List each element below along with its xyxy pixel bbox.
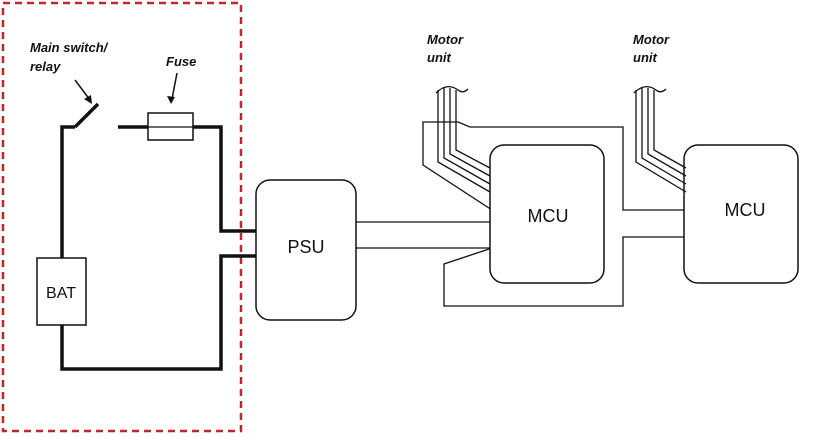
motor-unit-1-label-line1: Motor — [427, 32, 464, 47]
motor-unit-2-cables — [633, 86, 687, 193]
mcu-1-box — [489, 144, 605, 284]
motor-unit-2-label-line1: Motor — [633, 32, 670, 47]
fuse-label: Fuse — [166, 54, 196, 69]
motor-unit-1-cables — [435, 86, 491, 193]
mcu-2-label: MCU — [725, 200, 766, 220]
motor-unit-1-label-line2: unit — [427, 50, 451, 65]
mcu-2-box — [683, 144, 799, 284]
battery-box — [36, 257, 87, 326]
psu-label: PSU — [287, 237, 324, 257]
battery-label: BAT — [46, 285, 76, 302]
main-switch-label-line1: Main switch/ — [30, 40, 109, 55]
motor-unit-2-label-line2: unit — [633, 50, 657, 65]
mcu-1-label: MCU — [528, 206, 569, 226]
psu-box — [255, 179, 357, 321]
battery-circuit-wiring — [60, 102, 258, 371]
power-distribution-wiring — [356, 121, 686, 307]
fuse-arrow — [171, 72, 178, 100]
main-switch-lever — [73, 102, 100, 129]
main-switch-arrow — [74, 79, 91, 101]
main-switch-label-line2: relay — [30, 59, 61, 74]
highlight-region-border — [1, 1, 243, 433]
